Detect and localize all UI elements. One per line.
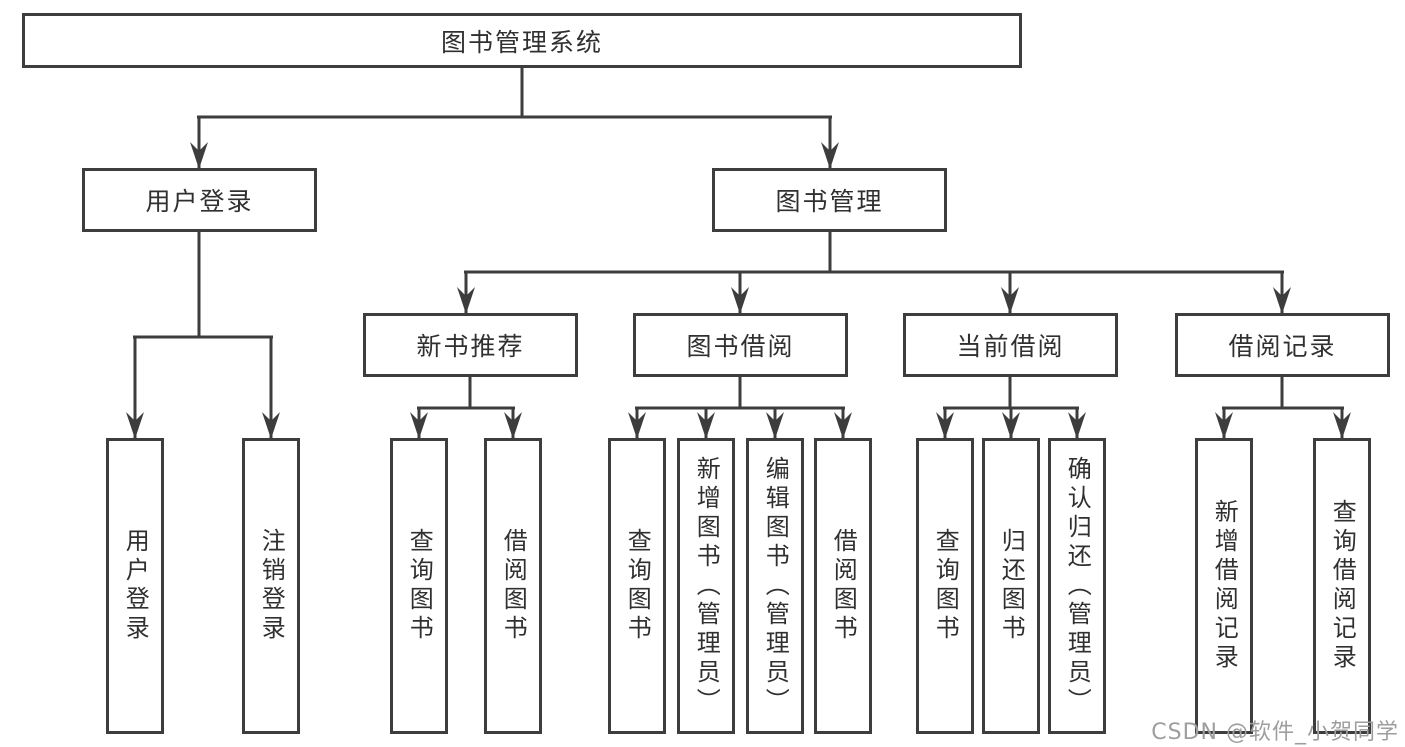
node-leaf-return-books: 归还图书 <box>982 438 1040 734</box>
node-leaf-borrow-books-borrowing-label: 借阅图书 <box>829 528 858 644</box>
node-leaf-user-login: 用户登录 <box>106 438 164 734</box>
node-leaf-confirm-return-admin: 确认归还（管理员） <box>1048 438 1106 734</box>
node-leaf-borrow-books-recommend: 借阅图书 <box>484 438 542 734</box>
node-leaf-add-borrow-record: 新增借阅记录 <box>1195 438 1253 734</box>
node-leaf-user-login-label: 用户登录 <box>121 528 150 644</box>
node-leaf-query-books-borrowing: 查询图书 <box>608 438 666 734</box>
node-leaf-borrow-books-recommend-label: 借阅图书 <box>499 528 528 644</box>
node-library-system-root: 图书管理系统 <box>22 13 1022 68</box>
node-leaf-query-books-recommend-label: 查询图书 <box>405 528 434 644</box>
node-leaf-edit-books-admin-label: 编辑图书（管理员） <box>761 455 790 717</box>
node-new-book-recommend: 新书推荐 <box>363 313 578 377</box>
node-leaf-return-books-label: 归还图书 <box>997 528 1026 644</box>
watermark: CSDN @软件_小贺同学 <box>1151 720 1399 745</box>
node-leaf-add-borrow-record-label: 新增借阅记录 <box>1210 499 1239 673</box>
node-leaf-add-books-admin: 新增图书（管理员） <box>677 438 735 734</box>
node-leaf-borrow-books-borrowing: 借阅图书 <box>814 438 872 734</box>
node-leaf-query-borrow-record-label: 查询借阅记录 <box>1328 499 1357 673</box>
node-leaf-query-books-current-label: 查询图书 <box>931 528 960 644</box>
node-book-borrowing: 图书借阅 <box>633 313 848 377</box>
node-leaf-logout: 注销登录 <box>242 438 300 734</box>
node-leaf-logout-label: 注销登录 <box>257 528 286 644</box>
node-book-management: 图书管理 <box>712 168 947 232</box>
node-leaf-query-books-current: 查询图书 <box>916 438 974 734</box>
node-leaf-add-books-admin-label: 新增图书（管理员） <box>692 455 721 717</box>
node-borrowing-records: 借阅记录 <box>1175 313 1390 377</box>
node-leaf-edit-books-admin: 编辑图书（管理员） <box>746 438 804 734</box>
node-leaf-confirm-return-admin-label: 确认归还（管理员） <box>1063 455 1092 717</box>
node-current-borrowing: 当前借阅 <box>903 313 1118 377</box>
node-user-login: 用户登录 <box>82 168 317 232</box>
node-leaf-query-books-recommend: 查询图书 <box>390 438 448 734</box>
node-leaf-query-borrow-record: 查询借阅记录 <box>1313 438 1371 734</box>
node-leaf-query-books-borrowing-label: 查询图书 <box>623 528 652 644</box>
